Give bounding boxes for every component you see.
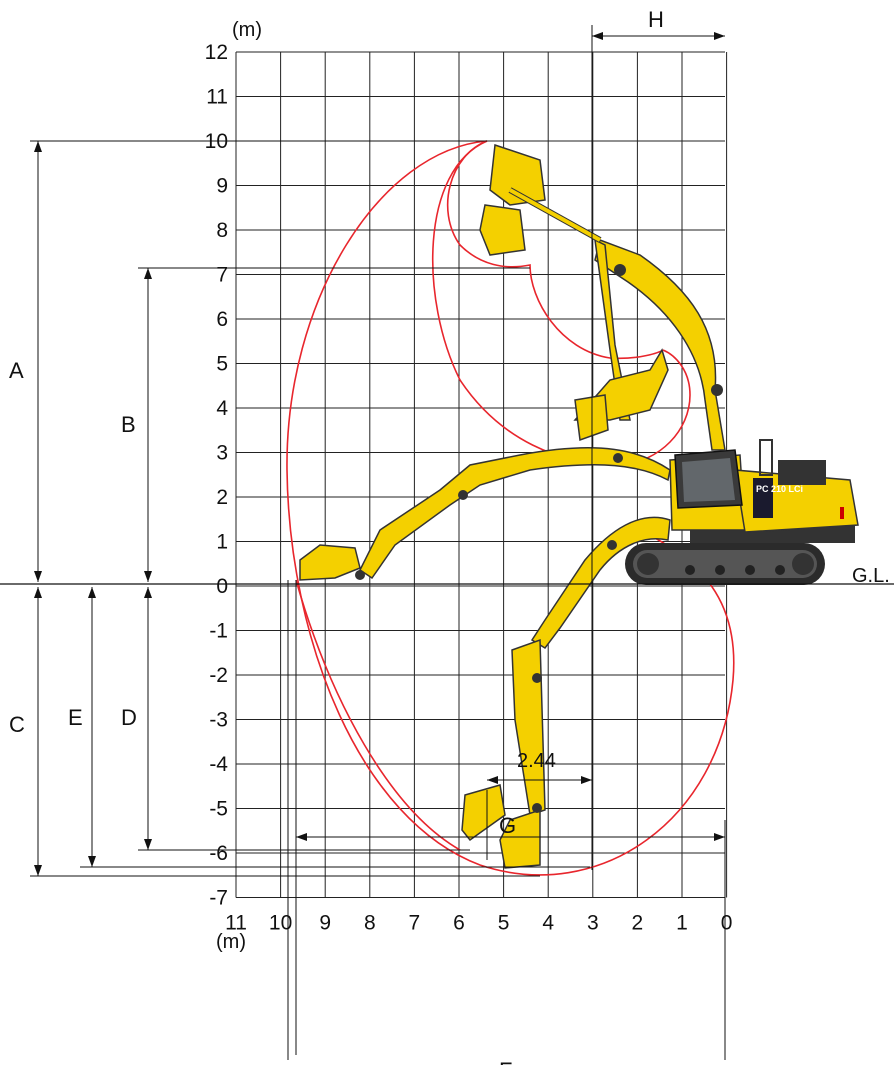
y-tick-label: 1 [216,531,228,554]
y-tick-label: 6 [216,308,228,331]
dimension-label-g: G [499,813,516,838]
x-tick-label: 6 [453,912,465,935]
y-tick-label: -1 [209,620,228,643]
dimension-label-b: B [121,412,136,437]
lower-envelope [295,579,461,851]
ground-line-label: G.L. [852,565,890,587]
x-tick-label: 10 [269,912,292,935]
y-tick-label: 5 [216,353,228,376]
y-tick-label: 2 [216,486,228,509]
x-tick-label: 8 [364,912,376,935]
x-tick-label: 3 [587,912,599,935]
dimension-label-d: D [121,705,137,730]
excavator: PC 210 LCi [299,143,859,869]
dimension-label-h: H [648,7,664,32]
crawler-track [625,543,825,585]
dimension-label-f: F [499,1058,512,1065]
y-tick-label: -4 [209,753,228,776]
y-tick-label: 4 [216,397,228,420]
dimension-label-a: A [9,358,24,383]
y-tick-label: -2 [209,664,228,687]
y-tick-label: 3 [216,442,228,465]
y-tick-label: -7 [209,887,228,910]
dimension-label-c: C [9,712,25,737]
x-tick-label: 2 [632,912,644,935]
y-tick-label: 10 [205,130,228,153]
x-tick-label: 7 [409,912,421,935]
y-tick-label: 12 [205,41,228,64]
x-tick-label: 5 [498,912,510,935]
x-tick-label: 9 [319,912,331,935]
dimension-label-e: E [68,705,83,730]
y-tick-label: -6 [209,842,228,865]
max-reach-envelope [286,140,735,876]
y-tick-label: 0 [216,575,228,598]
y-tick-label: 11 [206,86,228,109]
bucket-width-label: 2.44 [517,750,556,772]
x-tick-label: 4 [542,912,554,935]
unit-label-top: (m) [232,19,262,41]
y-tick-label: 8 [216,219,228,242]
y-tick-label: 9 [216,175,228,198]
model-badge-text: PC 210 LCi [756,484,803,494]
upper-structure: PC 210 LCi [669,439,859,543]
x-tick-label: 1 [676,912,688,935]
unit-label-bottom: (m) [216,931,246,953]
inner-envelope-2 [446,140,664,360]
dimension-lines [30,25,726,1060]
arrowheads [34,32,725,876]
boom-horizontal [299,447,671,581]
y-tick-label: -3 [209,709,228,732]
x-tick-label: 11 [225,912,247,935]
y-tick-label: -5 [209,798,228,821]
x-tick-label: 0 [721,912,733,935]
inner-envelope-1 [431,140,691,466]
boom-raised [479,143,726,451]
y-tick-label: 7 [216,264,228,287]
